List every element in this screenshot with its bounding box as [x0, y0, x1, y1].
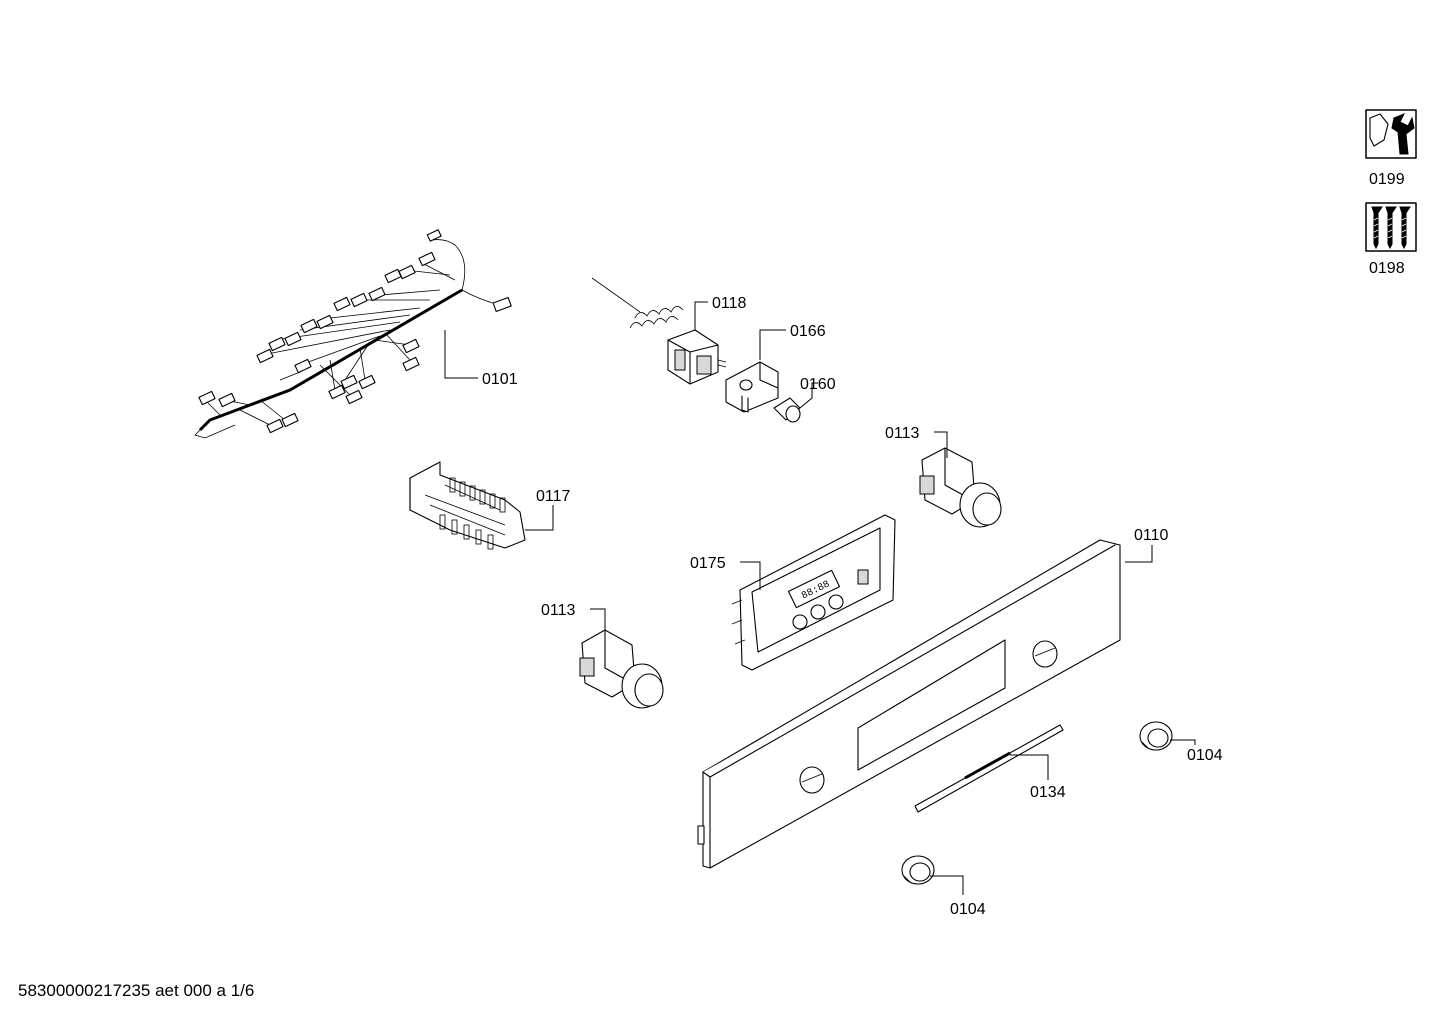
- label-0117: 0117: [536, 488, 571, 505]
- leader-0118: [694, 301, 708, 330]
- label-0113-right: 0113: [885, 425, 920, 442]
- leader-0101: [444, 330, 478, 379]
- control-knob-left: [579, 629, 664, 709]
- label-0175: 0175: [690, 555, 726, 572]
- label-0160: 0160: [800, 376, 836, 393]
- leader-0110: [1125, 545, 1153, 563]
- label-0101: 0101: [482, 371, 518, 388]
- indicator-lamp: [773, 397, 801, 423]
- knob-ring-bottom: [901, 855, 935, 885]
- leader-0117: [525, 505, 554, 531]
- label-0104-right: 0104: [1187, 747, 1223, 764]
- lamp-bracket: [725, 361, 779, 413]
- screws-kit-icon: [1365, 202, 1417, 252]
- leader-0134: [1010, 754, 1049, 780]
- control-panel-facia: [697, 539, 1121, 869]
- label-0134: 0134: [1030, 784, 1066, 801]
- label-0198: 0198: [1369, 260, 1405, 277]
- control-knob-right: [919, 447, 1002, 528]
- knob-ring-right: [1139, 721, 1173, 751]
- label-0199: 0199: [1369, 171, 1405, 188]
- leader-0166: [759, 329, 786, 360]
- leader-0113-right: [934, 431, 948, 458]
- tools-kit-icon: [1365, 109, 1417, 159]
- leader-0160: [799, 382, 818, 409]
- leader-0175: [740, 561, 761, 590]
- leader-0104-bottom: [930, 875, 964, 895]
- label-0110: 0110: [1134, 527, 1169, 544]
- label-0104-bottom: 0104: [950, 901, 986, 918]
- label-0113-left: 0113: [541, 602, 576, 619]
- label-0166: 0166: [790, 323, 826, 340]
- brand-badge: [914, 724, 1064, 813]
- label-0118: 0118: [712, 295, 747, 312]
- leader-0113-left: [590, 608, 606, 635]
- document-footer: 58300000217235 aet 000 a 1/6: [18, 981, 255, 1000]
- selector-switch: [409, 461, 526, 550]
- leader-0104-right: [1170, 739, 1196, 745]
- wiring-harness: [194, 229, 512, 439]
- thermostat: [591, 277, 727, 385]
- control-module: 88:88: [731, 514, 896, 671]
